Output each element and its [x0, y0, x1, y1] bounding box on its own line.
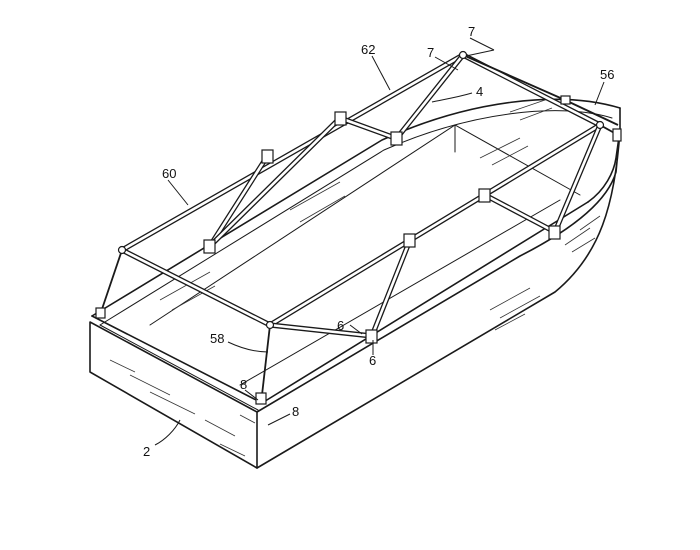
rear-starboard-tie: [261, 324, 271, 396]
bracket-5: [403, 233, 416, 248]
rear-port-tie: [99, 249, 123, 316]
deck-clip-rear-port: [95, 307, 106, 319]
label-58: 58: [210, 331, 224, 346]
boat-hull: [89, 98, 621, 469]
label-7-second: 7: [427, 45, 434, 60]
bracket-8: [365, 329, 378, 344]
deck-clip-rear-starboard: [255, 392, 267, 405]
bracket-6: [478, 188, 491, 203]
corner-joint-rear-starboard: [265, 320, 275, 330]
gunwale-port-inner: [99, 110, 613, 326]
tie-cables: [99, 54, 619, 396]
corner-joint-front-starboard: [595, 120, 605, 130]
label-6-upper: 6: [337, 318, 344, 333]
inner-floor-back: [239, 199, 561, 386]
fittings: [95, 50, 622, 405]
bow-cleat-line: [564, 99, 619, 126]
bracket-7: [548, 225, 561, 240]
transom-shading: [109, 359, 256, 457]
label-2: 2: [143, 444, 150, 459]
label-62: 62: [361, 42, 375, 57]
bow-curve: [587, 107, 621, 203]
label-60: 60: [162, 166, 176, 181]
corner-joint-front-port: [458, 50, 468, 60]
gunwale-port-top: [91, 98, 621, 317]
bracket-2: [334, 111, 347, 126]
label-56: 56: [600, 67, 614, 82]
bow-tie-port: [462, 54, 566, 101]
deck-clip-bow-starboard: [612, 128, 622, 142]
label-8-right: 8: [292, 404, 299, 419]
gunwale-starboard-top: [261, 201, 589, 404]
transom-top: [91, 315, 263, 404]
cover-frame: [119, 52, 603, 339]
label-8-left: 8: [240, 377, 247, 392]
label-7-top: 7: [468, 24, 475, 39]
hull-side-shading: [489, 215, 601, 331]
transom-top-inner: [99, 324, 259, 411]
deck-clip-bow-port: [560, 95, 571, 105]
label-4: 4: [476, 84, 483, 99]
leader-lines: [154, 37, 605, 446]
bracket-3: [390, 131, 403, 146]
corner-joint-rear-port: [117, 245, 127, 255]
bracket-1: [261, 149, 274, 164]
reference-labels: 7 7 62 4 56 60 6 6 58 8 8 2: [143, 24, 614, 459]
bracket-4: [203, 239, 216, 254]
label-6-lower: 6: [369, 353, 376, 368]
interior-shading: [159, 99, 553, 311]
